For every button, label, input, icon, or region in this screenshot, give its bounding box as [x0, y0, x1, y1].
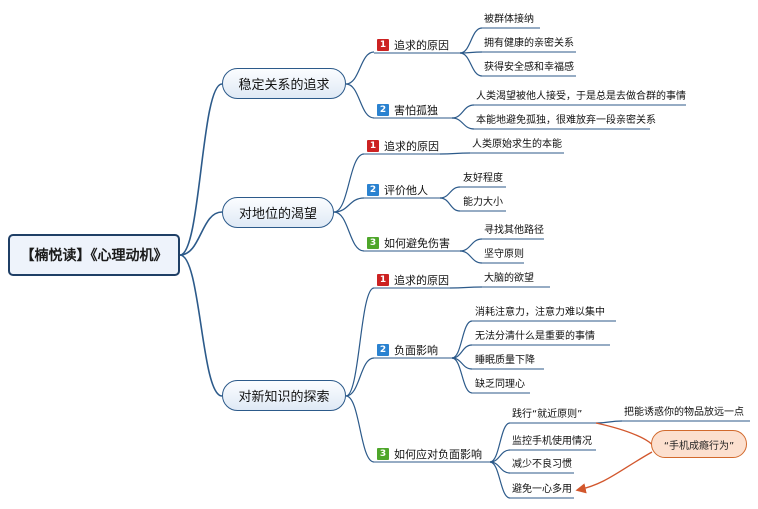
link-b3-l5	[451, 357, 473, 394]
link-b2-l1	[439, 152, 471, 155]
number-1-icon: 1	[377, 274, 389, 286]
sub-b2-avoid[interactable]: 3 如何避免伤害	[367, 235, 450, 251]
leaf-b1-2[interactable]: 拥有健康的亲密关系	[484, 38, 574, 49]
branch-stable-relationship[interactable]: 稳定关系的追求	[222, 68, 346, 99]
link-root-b2	[179, 211, 223, 256]
leaf-extra-distance[interactable]: 把能诱惑你的物品放远一点	[624, 407, 744, 418]
link-root-b1	[179, 83, 223, 256]
link-b2-s3	[333, 211, 365, 252]
link-b3-l6	[489, 422, 511, 463]
leaf-b3-5[interactable]: 缺乏同理心	[475, 379, 525, 390]
link-b2-l3	[439, 197, 461, 212]
link-b1-l3	[459, 52, 483, 77]
number-3-icon: 3	[367, 237, 379, 249]
leaf-b2-5[interactable]: 坚守原则	[484, 249, 524, 260]
leaf-b3-4[interactable]: 睡眠质量下降	[475, 355, 535, 366]
link-b1-l1	[459, 27, 483, 54]
number-2-icon: 2	[377, 344, 389, 356]
link-b1-s2	[345, 83, 375, 119]
link-b2-s1	[333, 153, 365, 213]
sub-b1-reason[interactable]: 1 追求的原因	[377, 37, 449, 53]
leaf-b1-5[interactable]: 本能地避免孤独，很难放弃一段亲密关系	[476, 115, 656, 126]
link-b3-s2	[345, 357, 375, 397]
leaf-b1-4[interactable]: 人类渴望被他人接受，于是总是去做合群的事情	[476, 91, 686, 102]
root-node[interactable]: 【楠悦读】《心理动机》	[8, 234, 180, 276]
sub-b3-negative[interactable]: 2 负面影响	[377, 342, 438, 358]
sub-label: 负面影响	[394, 344, 438, 357]
link-b3-s3	[345, 395, 375, 463]
sub-b2-evaluate[interactable]: 2 评价他人	[367, 182, 428, 198]
callout-link-top	[595, 422, 655, 449]
link-b3-s1	[345, 287, 375, 397]
number-1-icon: 1	[367, 140, 379, 152]
sub-b3-coping[interactable]: 3 如何应对负面影响	[377, 446, 482, 462]
sub-label: 追求的原因	[394, 39, 449, 52]
leaf-b3-1[interactable]: 大脑的欲望	[484, 273, 534, 284]
link-b1-s1	[345, 51, 375, 85]
leaf-b3-2[interactable]: 消耗注意力，注意力难以集中	[475, 307, 605, 318]
sub-b1-loneliness[interactable]: 2 害怕孤独	[377, 102, 438, 118]
sub-label: 如何避免伤害	[384, 237, 450, 250]
leaf-b2-3[interactable]: 能力大小	[463, 197, 503, 208]
callout-arrow	[575, 451, 653, 494]
leaf-b1-3[interactable]: 获得安全感和幸福感	[484, 62, 574, 73]
leaf-b2-1[interactable]: 人类原始求生的本能	[472, 139, 562, 150]
link-b2-s2	[333, 197, 365, 213]
number-3-icon: 3	[377, 448, 389, 460]
link-b1-l4	[451, 104, 475, 119]
sub-label: 追求的原因	[394, 274, 449, 287]
link-b2-l5	[459, 250, 483, 264]
link-b3-l1	[449, 286, 483, 289]
leaf-b1-1[interactable]: 被群体接纳	[484, 14, 534, 25]
sub-label: 追求的原因	[384, 140, 439, 153]
leaf-b3-6[interactable]: 践行“就近原则”	[512, 409, 583, 420]
number-2-icon: 2	[377, 104, 389, 116]
leaf-b3-8[interactable]: 减少不良习惯	[512, 459, 572, 470]
number-1-icon: 1	[377, 39, 389, 51]
callout-phone-addiction[interactable]: “手机成瘾行为”	[651, 430, 747, 458]
link-root-b3	[179, 254, 223, 397]
sub-label: 害怕孤独	[394, 104, 438, 117]
leaf-b2-2[interactable]: 友好程度	[463, 173, 503, 184]
link-b1-l5	[451, 117, 475, 130]
leaf-b3-3[interactable]: 无法分清什么是重要的事情	[475, 331, 595, 342]
link-b3-l9	[489, 461, 511, 499]
number-2-icon: 2	[367, 184, 379, 196]
link-b3-l2	[451, 320, 473, 359]
sub-b2-reason[interactable]: 1 追求的原因	[367, 138, 439, 154]
link-b2-l4	[459, 238, 483, 252]
sub-label: 评价他人	[384, 184, 428, 197]
leaf-b3-7[interactable]: 监控手机使用情况	[512, 436, 592, 447]
branch-status-desire[interactable]: 对地位的渴望	[222, 197, 334, 228]
sub-label: 如何应对负面影响	[394, 448, 482, 461]
link-b2-l2	[439, 186, 461, 199]
sub-b3-reason[interactable]: 1 追求的原因	[377, 272, 449, 288]
link-b3-l3	[451, 344, 473, 359]
leaf-b2-4[interactable]: 寻找其他路径	[484, 225, 544, 236]
leaf-b3-9[interactable]: 避免一心多用	[512, 484, 572, 495]
branch-knowledge-exploration[interactable]: 对新知识的探索	[222, 380, 346, 411]
link-b3-extra	[595, 420, 623, 424]
